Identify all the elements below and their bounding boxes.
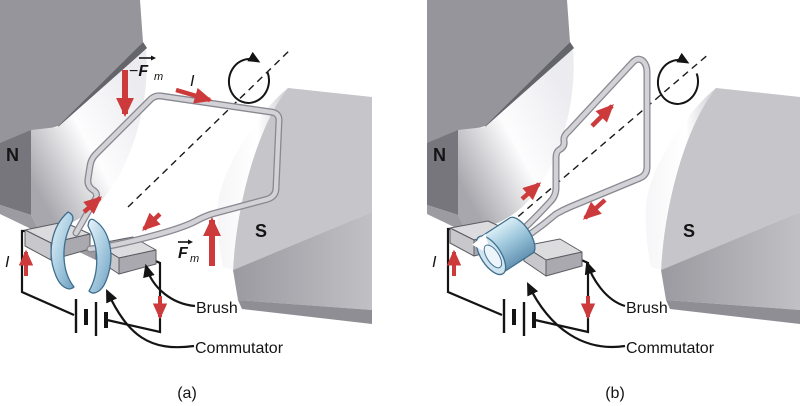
force-up-label: F m	[178, 239, 199, 265]
loop-current-label: I	[190, 73, 195, 90]
north-pole-label: N	[433, 145, 446, 165]
south-pole-label: S	[683, 221, 695, 241]
vector-arrow-icon	[139, 55, 156, 61]
current-arrow	[142, 212, 162, 231]
rotation-direction-arrow-icon	[227, 51, 271, 104]
panel-caption: (a)	[177, 385, 197, 402]
panel-a: N S I I −F m F m Brush Commutator (a)	[0, 0, 372, 402]
circuit-current-label: I	[5, 254, 10, 271]
current-arrow	[520, 182, 542, 201]
brush-leader-arrow	[584, 260, 626, 308]
svg-text:m: m	[190, 253, 199, 265]
current-arrow	[582, 198, 607, 220]
svg-text:−F: −F	[129, 63, 149, 80]
commutator-label: Commutator	[626, 340, 715, 357]
brush-leader-arrow	[143, 263, 196, 308]
force-down-label: −F m	[129, 55, 163, 83]
north-pole-label: N	[6, 145, 19, 165]
current-arrow	[590, 104, 614, 128]
wire-loop	[502, 55, 651, 252]
svg-text:m: m	[154, 71, 163, 83]
south-magnet	[645, 88, 800, 324]
vector-arrow-icon	[178, 239, 193, 245]
commutator-leader-arrow	[527, 282, 626, 349]
wire-loop	[72, 92, 283, 253]
commutator	[472, 216, 536, 276]
circuit-current-label: I	[432, 254, 437, 271]
north-magnet	[0, 0, 147, 263]
panel-b: N S I Brush Commutator (b)	[427, 0, 800, 402]
battery-icon	[74, 299, 108, 336]
commutator	[50, 211, 112, 294]
brush-label: Brush	[196, 300, 238, 317]
current-arrows	[446, 104, 614, 320]
svg-text:F: F	[178, 245, 189, 262]
commutator-leader-arrow	[106, 289, 195, 349]
current-arrow	[175, 87, 213, 104]
current-arrows	[18, 70, 221, 320]
rotation-direction-arrow-icon	[656, 52, 700, 105]
current-arrow	[82, 196, 103, 215]
commutator-label: Commutator	[195, 340, 284, 357]
panel-caption: (b)	[605, 385, 625, 402]
battery-icon	[502, 299, 536, 336]
rotation-axis	[127, 49, 291, 208]
brush-label: Brush	[626, 300, 668, 317]
south-pole-label: S	[255, 221, 267, 241]
rotation-axis	[499, 52, 711, 233]
brush-right	[523, 238, 583, 277]
